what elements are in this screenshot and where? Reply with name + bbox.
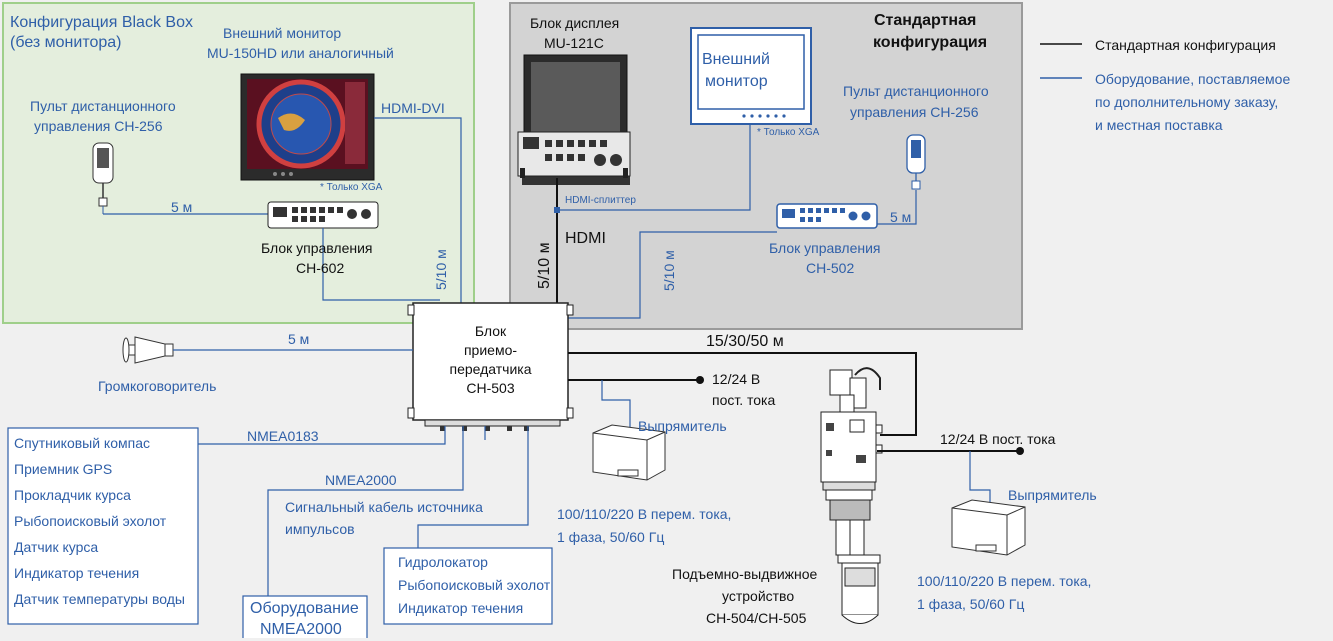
ac1-label-2: 1 фаза, 50/60 Гц: [557, 528, 664, 546]
dc1-label-2: пост. тока: [712, 391, 775, 409]
nmea0183-label: NMEA0183: [247, 427, 319, 445]
bb-ext-monitor-label-1: Внешний монитор: [223, 24, 341, 42]
black-box-title-1: Конфигурация Black Box: [10, 13, 193, 34]
ac1-label-1: 100/110/220 В перем. тока,: [557, 505, 731, 523]
pulse-cable-label-1: Сигнальный кабель источника: [285, 498, 483, 516]
transceiver-label-4: CH-503: [413, 379, 568, 397]
transceiver-label-2: приемо-: [413, 341, 568, 359]
hoist-cable-length: 15/30/50 м: [706, 332, 784, 353]
std-xga-note: * Только XGA: [757, 126, 819, 139]
legend-standard: Стандартная конфигурация: [1095, 36, 1276, 54]
speaker-cable-length: 5 м: [288, 330, 309, 348]
rectifier-1-label: Выпрямитель: [638, 417, 727, 435]
std-cable-5-10-blue: 5/10 м: [660, 250, 678, 291]
sensor-item: Спутниковый компас: [14, 434, 150, 452]
hoist-label-3: CH-504/CH-505: [706, 609, 806, 627]
control-unit-ch502: [777, 204, 877, 228]
legend-optional-1: Оборудование, поставляемое: [1095, 70, 1290, 88]
std-ext-monitor-label-1: Внешний: [702, 50, 770, 71]
legend-optional-3: и местная поставка: [1095, 116, 1223, 134]
std-ext-monitor-label-2: монитор: [705, 72, 768, 93]
hoist-label-2: устройство: [722, 587, 794, 605]
std-control-unit-label-1: Блок управления: [769, 239, 881, 257]
display-unit-label-1: Блок дисплея: [530, 14, 619, 32]
sensor-item: Рыбопоисковый эхолот: [14, 512, 166, 530]
sensor-item: Прокладчик курса: [14, 486, 131, 504]
sensor-item: Индикатор течения: [14, 564, 139, 582]
display-unit-mu121c: [518, 55, 630, 185]
hoist-device: [821, 368, 882, 623]
legend-optional-2: по дополнительному заказу,: [1095, 93, 1278, 111]
hoist-label-1: Подъемно-выдвижное: [672, 565, 817, 583]
sensor-item: Датчик температуры воды: [14, 590, 185, 608]
loudspeaker: [123, 337, 173, 363]
dc2-label: 12/24 В пост. тока: [940, 430, 1055, 448]
sensor-item: Приемник GPS: [14, 460, 112, 478]
dc1-label-1: 12/24 В: [712, 370, 760, 388]
rectifier-2-label: Выпрямитель: [1008, 486, 1097, 504]
ac2-label-2: 1 фаза, 50/60 Гц: [917, 595, 1024, 613]
hdmi-splitter: [554, 207, 560, 213]
bb-ext-monitor-label-2: MU-150HD или аналогичный: [207, 44, 394, 62]
bb-control-unit-label-1: Блок управления: [261, 239, 373, 257]
standard-title-1: Стандартная: [874, 11, 976, 32]
std-remote-label-1: Пульт дистанционного: [843, 82, 989, 100]
speaker-label: Громкоговоритель: [98, 377, 216, 395]
standard-title-2: конфигурация: [873, 33, 987, 54]
hdmi-label: HDMI: [565, 229, 606, 250]
bb-control-unit-label-2: CH-602: [296, 259, 344, 277]
display-unit-label-2: MU-121C: [544, 34, 604, 52]
bb-remote-label-1: Пульт дистанционного: [30, 97, 176, 115]
std-control-unit-label-2: CH-502: [806, 259, 854, 277]
sonar-item: Рыбопоисковый эхолот: [398, 576, 550, 594]
std-remote-label-2: управления CH-256: [850, 103, 979, 121]
nmea2000-label: NMEA2000: [325, 471, 397, 489]
external-monitor-mu150hd: [241, 74, 374, 180]
std-remote-cable-length: 5 м: [890, 208, 911, 226]
bb-remote-label-2: управления CH-256: [34, 117, 163, 135]
std-cable-5-10-black: 5/10 м: [535, 242, 556, 289]
bb-cable-5-10: 5/10 м: [432, 249, 450, 290]
pulse-cable-label-2: импульсов: [285, 520, 355, 538]
transceiver-label-3: передатчика: [413, 360, 568, 378]
nmea2000-box-label-1: Оборудование: [250, 599, 359, 620]
hdmi-splitter-label: HDMI-сплиттер: [565, 194, 636, 207]
ac2-label-1: 100/110/220 В перем. тока,: [917, 572, 1091, 590]
transceiver-label-1: Блок: [413, 322, 568, 340]
bb-remote-cable-length: 5 м: [171, 198, 192, 216]
bb-hdmi-dvi-label: HDMI-DVI: [381, 99, 445, 117]
sonar-item: Гидролокатор: [398, 553, 488, 571]
bb-xga-note: * Только XGA: [320, 181, 382, 194]
sonar-item: Индикатор течения: [398, 599, 523, 617]
sensor-item: Датчик курса: [14, 538, 98, 556]
control-unit-ch602: [268, 202, 378, 228]
rectifier-2: [952, 500, 1025, 555]
black-box-title-2: (без монитора): [10, 33, 121, 54]
